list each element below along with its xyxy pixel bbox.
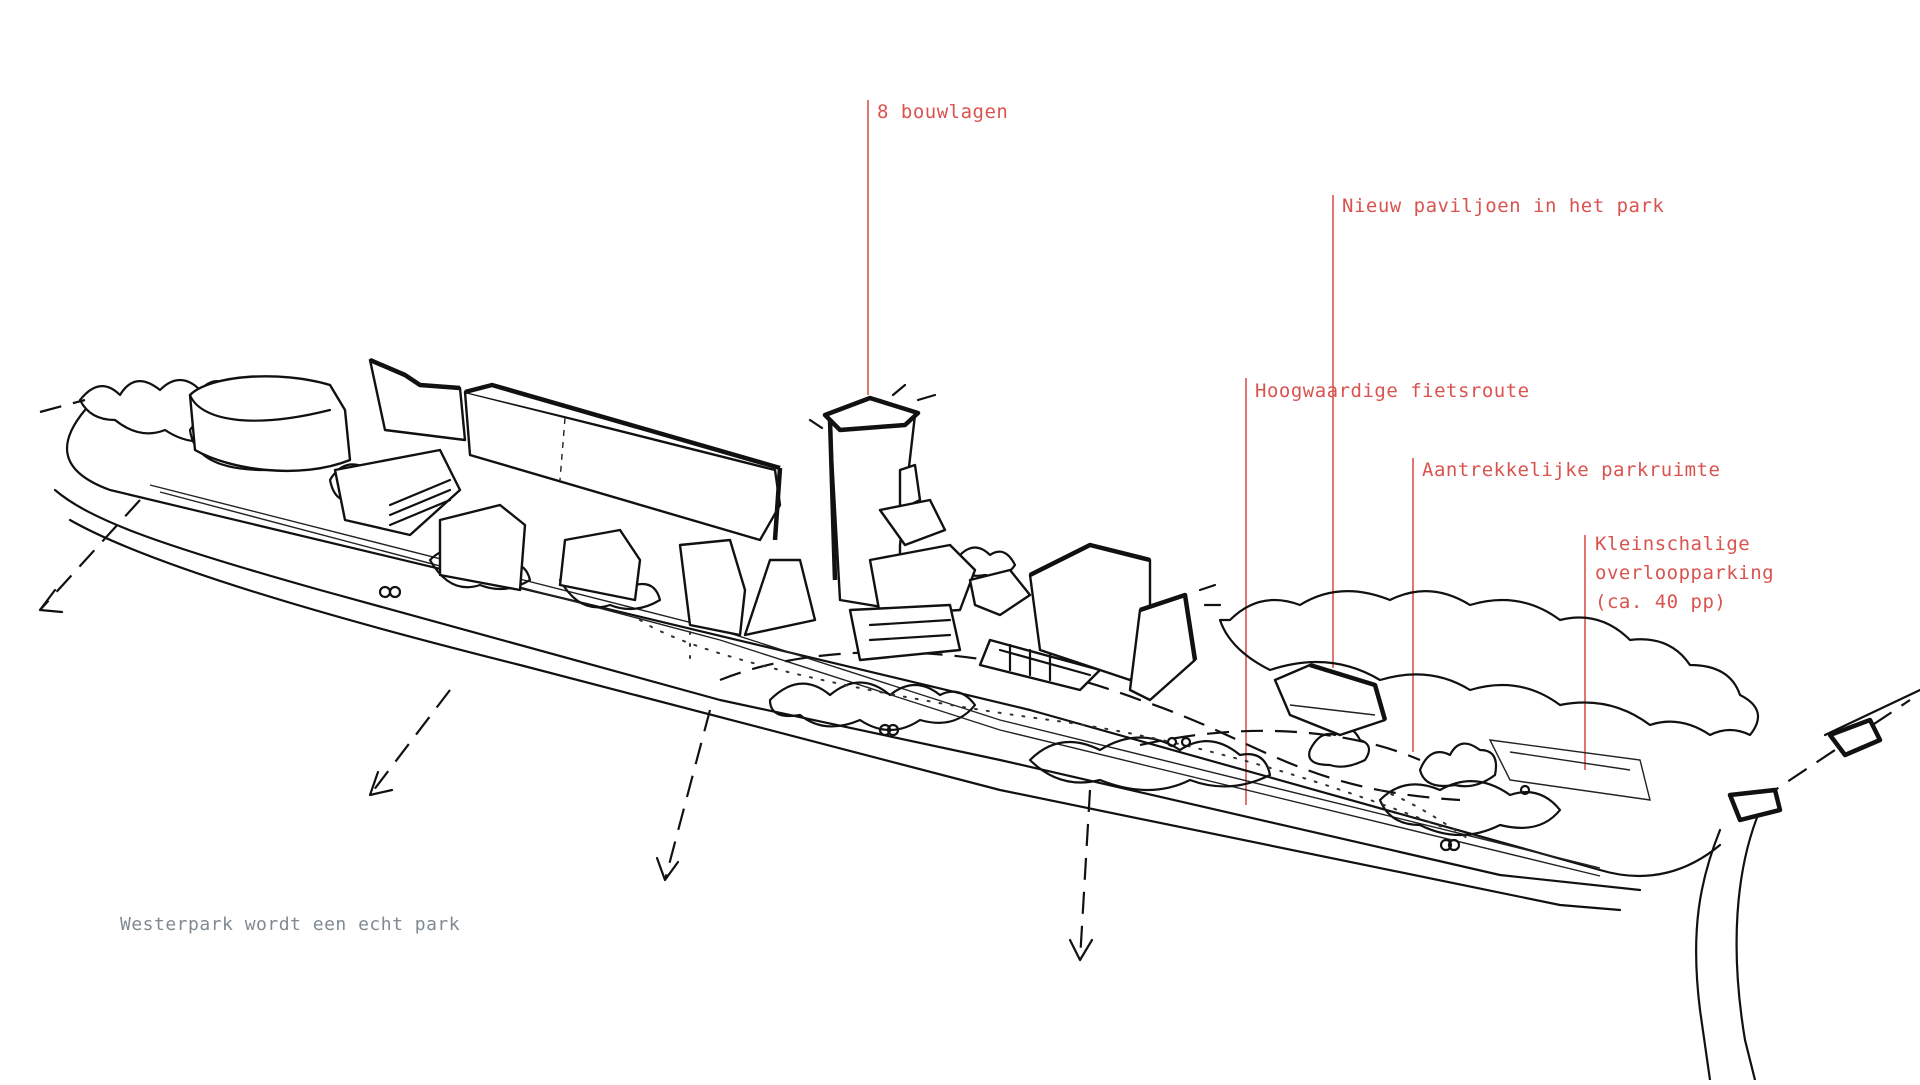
curved-building bbox=[188, 375, 352, 473]
buildings bbox=[188, 357, 1388, 737]
site-outline bbox=[53, 408, 1920, 1082]
long-slab-building bbox=[463, 382, 783, 542]
low-blocks bbox=[333, 448, 817, 637]
label-park-space: Aantrekkelijke parkruimte bbox=[1422, 459, 1721, 481]
terraced-building bbox=[968, 568, 1102, 692]
jagged-block bbox=[368, 357, 467, 442]
label-parking-line-1: Kleinschalige bbox=[1595, 533, 1751, 555]
label-pavilion: Nieuw paviljoen in het park bbox=[1342, 195, 1665, 217]
label-parking-line-2: overloopparking bbox=[1595, 562, 1775, 584]
annotation-leaders bbox=[867, 100, 1586, 805]
label-parking-line-3: (ca. 40 pp) bbox=[1595, 591, 1727, 613]
label-floors: 8 bouwlagen bbox=[877, 101, 1009, 123]
figures bbox=[378, 585, 1531, 852]
paths bbox=[38, 398, 1651, 962]
tower-building bbox=[808, 383, 977, 662]
caption: Westerpark wordt een echt park bbox=[120, 914, 461, 935]
label-bike-route: Hoogwaardige fietsroute bbox=[1255, 380, 1530, 402]
pavilion-building bbox=[1273, 662, 1388, 737]
block-building bbox=[1028, 542, 1222, 702]
